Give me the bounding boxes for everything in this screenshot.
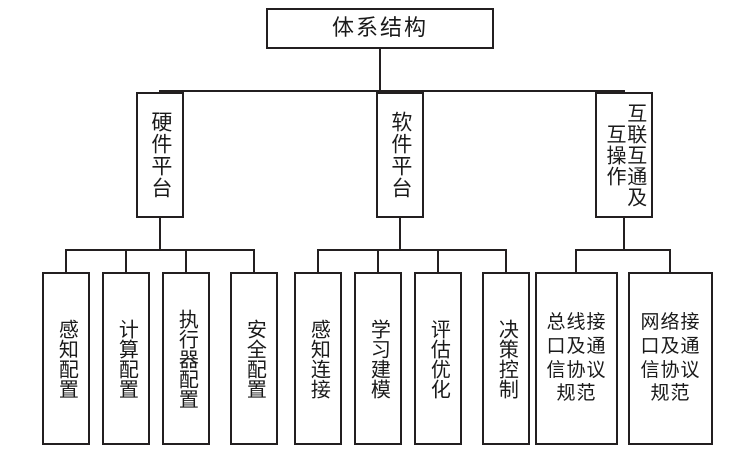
connector-hardware-stem (159, 218, 161, 250)
connector-drop-actuator-config (185, 249, 187, 273)
connector-drop-network-interface (669, 249, 671, 273)
node-root-label: 体系结构 (331, 15, 428, 41)
connector-interconnect-bus (575, 249, 671, 251)
node-security-config[interactable]: 安全配置 (230, 272, 278, 445)
node-bus-interface-protocol-spec[interactable]: 总线接口及通信协议规范 (535, 272, 618, 445)
node-evaluation-optimization-label: 评估优化 (427, 318, 450, 399)
node-actuator-config-label: 执行器配置 (175, 308, 198, 409)
node-software-platform[interactable]: 软件平台 (376, 92, 424, 218)
node-decision-control-label: 决策控制 (495, 318, 518, 399)
connector-drop-perception-config (65, 249, 67, 273)
connector-drop-bus-interface (575, 249, 577, 273)
connector-drop-decision-control (505, 249, 507, 273)
node-learning-modeling-label: 学习建模 (367, 318, 390, 399)
connector-interconnect-stem (623, 218, 625, 250)
node-evaluation-optimization[interactable]: 评估优化 (414, 272, 462, 445)
node-compute-config[interactable]: 计算配置 (102, 272, 150, 445)
connector-level2-bus (159, 90, 625, 92)
connector-root-stem (379, 49, 381, 92)
node-hardware-platform-label: 硬件平台 (148, 111, 173, 199)
node-software-platform-label: 软件平台 (388, 111, 413, 199)
connector-drop-evaluation-optimization (437, 249, 439, 273)
node-interconnection-interoperability[interactable]: 互联互通及互操作 (595, 92, 653, 218)
node-interconnection-interoperability-label: 互联互通及互操作 (603, 102, 646, 208)
node-perception-connection-label: 感知连接 (307, 318, 330, 399)
node-perception-config-label: 感知配置 (55, 318, 78, 399)
node-network-interface-protocol-spec[interactable]: 网络接口及通信协议规范 (628, 272, 713, 445)
node-hardware-platform[interactable]: 硬件平台 (136, 92, 184, 218)
node-perception-connection[interactable]: 感知连接 (294, 272, 342, 445)
node-security-config-label: 安全配置 (243, 318, 266, 399)
connector-hardware-bus (65, 249, 254, 251)
node-decision-control[interactable]: 决策控制 (482, 272, 530, 445)
connector-software-bus (317, 249, 507, 251)
node-perception-config[interactable]: 感知配置 (42, 272, 90, 445)
node-actuator-config[interactable]: 执行器配置 (162, 272, 210, 445)
node-bus-interface-protocol-spec-label: 总线接口及通信协议规范 (546, 312, 607, 405)
connector-drop-perception-connection (317, 249, 319, 273)
node-compute-config-label: 计算配置 (115, 318, 138, 399)
connector-drop-learning-modeling (377, 249, 379, 273)
connector-drop-compute-config (125, 249, 127, 273)
node-network-interface-protocol-spec-label: 网络接口及通信协议规范 (640, 312, 701, 405)
connector-software-stem (399, 218, 401, 250)
connector-drop-security-config (253, 249, 255, 273)
node-root-architecture[interactable]: 体系结构 (266, 8, 494, 49)
node-learning-modeling[interactable]: 学习建模 (354, 272, 402, 445)
